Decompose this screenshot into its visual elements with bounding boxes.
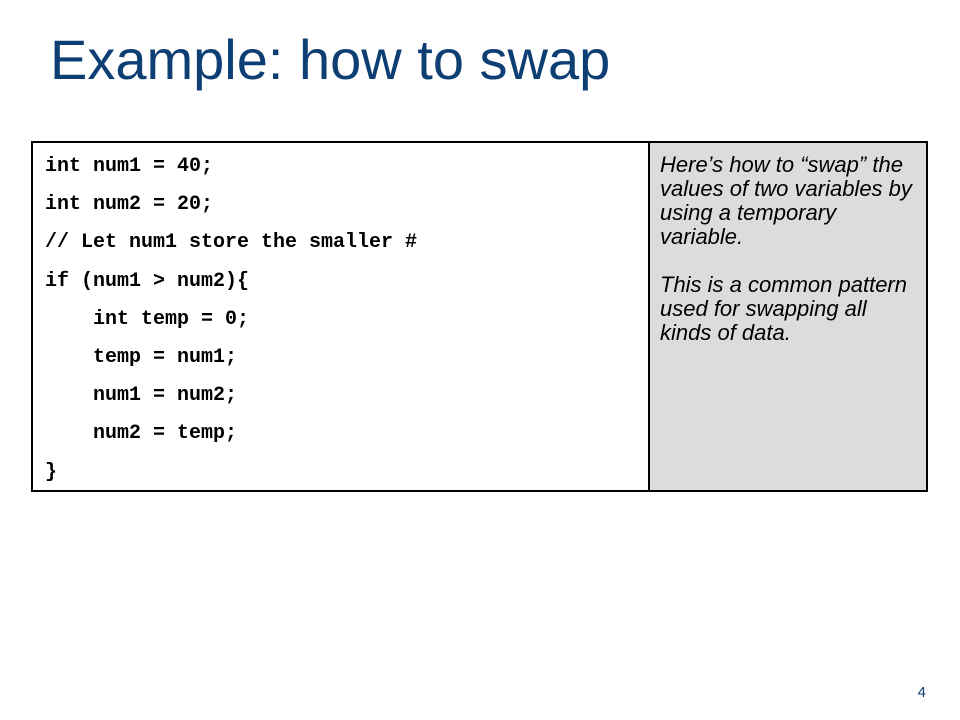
code-line: int num1 = 40; xyxy=(45,155,214,178)
code-line: if (num1 > num2){ xyxy=(45,269,250,293)
page-number: 4 xyxy=(917,684,926,701)
note-paragraph: This is a common pattern used for swappi… xyxy=(660,272,907,345)
code-line-indented: int temp = 0; xyxy=(93,307,250,331)
code-cell: int num1 = 40; int num2 = 20; // Let num… xyxy=(33,143,650,490)
note-paragraph: Here’s how to “swap” the values of two v… xyxy=(660,152,912,249)
code-comment-line: // Let num1 store the smaller # xyxy=(45,231,418,255)
note-cell: Here’s how to “swap” the values of two v… xyxy=(650,143,926,490)
code-line: } xyxy=(45,460,58,484)
code-line-indented: temp = num1; xyxy=(93,345,238,369)
code-line: int num2 = 20; xyxy=(45,193,214,217)
code-line-indented: num2 = temp; xyxy=(93,422,238,446)
code-line-indented: num1 = num2; xyxy=(93,384,238,408)
slide-title: Example: how to swap xyxy=(50,28,611,91)
content-table: int num1 = 40; int num2 = 20; // Let num… xyxy=(31,141,928,492)
